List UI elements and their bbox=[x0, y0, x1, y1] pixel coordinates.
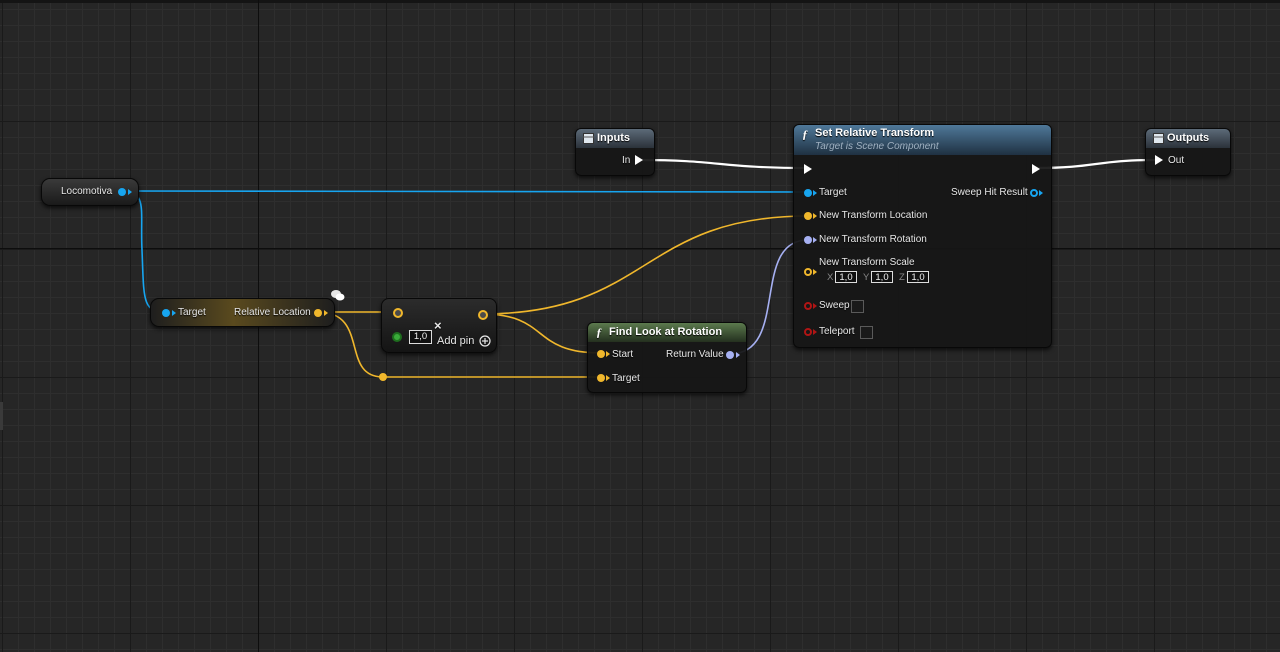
pin-arrow-icon bbox=[172, 310, 176, 316]
set-location-pin[interactable] bbox=[804, 212, 812, 220]
getter-relative-location-pin[interactable] bbox=[314, 309, 322, 317]
getter-target-pin[interactable] bbox=[162, 309, 170, 317]
multiply-node[interactable]: × 1,0 Add pin bbox=[381, 298, 497, 353]
inputs-header bbox=[576, 129, 654, 148]
multiply-value-field[interactable]: 1,0 bbox=[409, 330, 432, 344]
wire-locomotiva-to-target[interactable] bbox=[121, 190, 809, 193]
pin-arrow-icon bbox=[813, 237, 817, 243]
scale-z-field[interactable]: 1,0 bbox=[907, 271, 929, 283]
getter-relative-location-label: Relative Location bbox=[234, 307, 311, 318]
set-target-label: Target bbox=[819, 187, 847, 198]
pin-arrow-icon bbox=[813, 190, 817, 196]
set-exec-out-pin[interactable] bbox=[1032, 164, 1040, 174]
pin-arrow-icon bbox=[128, 189, 132, 195]
set-rotation-label: New Transform Rotation bbox=[819, 234, 927, 245]
add-pin-icon[interactable] bbox=[479, 335, 491, 347]
outputs-pin-out-label: Out bbox=[1168, 155, 1185, 166]
get-relative-location-node[interactable]: Target Relative Location bbox=[150, 298, 335, 327]
outputs-exec-in-pin[interactable] bbox=[1155, 155, 1163, 165]
locomotiva-variable-node[interactable]: Locomotiva bbox=[41, 178, 139, 206]
function-icon: ƒ bbox=[802, 127, 808, 141]
inputs-title: Inputs bbox=[597, 132, 630, 144]
find-target-pin[interactable] bbox=[597, 374, 605, 382]
pin-arrow-icon bbox=[813, 329, 817, 335]
wire-multiply-to-location[interactable] bbox=[481, 215, 809, 315]
pin-arrow-icon bbox=[1039, 190, 1043, 196]
pin-arrow-icon bbox=[813, 213, 817, 219]
multiply-operator-icon: × bbox=[434, 318, 442, 333]
set-target-pin[interactable] bbox=[804, 189, 812, 197]
set-rotation-pin[interactable] bbox=[804, 236, 812, 244]
wire-locomotiva-to-getter[interactable] bbox=[121, 190, 167, 313]
pin-arrow-icon bbox=[606, 375, 610, 381]
set-relative-transform-title: Set Relative Transform bbox=[815, 127, 935, 139]
pin-arrow-icon bbox=[813, 269, 817, 275]
struct-icon bbox=[583, 133, 594, 144]
outputs-header bbox=[1146, 129, 1230, 148]
multiply-output-pin[interactable] bbox=[478, 310, 488, 320]
set-relative-transform-node[interactable]: ƒ Set Relative Transform Target is Scene… bbox=[793, 124, 1052, 348]
wire-multiply-to-start[interactable] bbox=[481, 313, 602, 354]
panel-edge-handle[interactable] bbox=[0, 402, 3, 430]
find-start-label: Start bbox=[612, 349, 634, 360]
locomotiva-label: Locomotiva bbox=[61, 186, 113, 197]
scale-z-label: Z bbox=[899, 272, 905, 283]
inputs-pin-in-label: In bbox=[622, 155, 631, 166]
find-start-pin[interactable] bbox=[597, 350, 605, 358]
wire-return-to-rotation[interactable] bbox=[729, 239, 809, 355]
find-return-value-label: Return Value bbox=[666, 349, 724, 360]
set-sweep-hit-result-label: Sweep Hit Result bbox=[951, 187, 1028, 198]
function-icon: ƒ bbox=[596, 325, 602, 339]
teleport-checkbox[interactable] bbox=[860, 326, 873, 339]
find-look-at-rotation-header bbox=[588, 323, 746, 342]
set-sweep-pin[interactable] bbox=[804, 302, 812, 310]
scale-x-label: X bbox=[827, 272, 834, 283]
add-pin-label[interactable]: Add pin bbox=[437, 335, 475, 347]
set-teleport-label: Teleport bbox=[819, 326, 855, 337]
reroute-knot[interactable] bbox=[379, 373, 387, 381]
inputs-exec-out-pin[interactable] bbox=[635, 155, 643, 165]
getter-target-label: Target bbox=[178, 307, 206, 318]
scale-y-field[interactable]: 1,0 bbox=[871, 271, 893, 283]
inputs-node[interactable]: Inputs In bbox=[575, 128, 655, 176]
set-relative-transform-subtitle: Target is Scene Component bbox=[815, 141, 939, 152]
pin-arrow-icon bbox=[813, 303, 817, 309]
outputs-title: Outputs bbox=[1167, 132, 1210, 144]
set-sweep-hit-result-pin[interactable] bbox=[1030, 189, 1038, 197]
set-scale-pin[interactable] bbox=[804, 268, 812, 276]
scale-y-label: Y bbox=[863, 272, 870, 283]
comment-bubble-icon[interactable] bbox=[330, 289, 346, 302]
pin-arrow-icon bbox=[324, 310, 328, 316]
find-look-at-rotation-node[interactable]: ƒ Find Look at Rotation Start Target Ret… bbox=[587, 322, 747, 393]
multiply-input-b-pin[interactable] bbox=[392, 332, 402, 342]
exec-wire-inputs-to-set[interactable] bbox=[639, 158, 809, 170]
top-edge bbox=[0, 0, 1280, 3]
pin-arrow-icon bbox=[606, 351, 610, 357]
set-location-label: New Transform Location bbox=[819, 210, 928, 221]
pin-arrow-icon bbox=[736, 352, 740, 358]
set-exec-in-pin[interactable] bbox=[804, 164, 812, 174]
sweep-checkbox[interactable] bbox=[851, 300, 864, 313]
struct-icon bbox=[1153, 133, 1164, 144]
set-relative-transform-header bbox=[794, 125, 1051, 155]
outputs-node[interactable]: Outputs Out bbox=[1145, 128, 1231, 176]
scale-x-field[interactable]: 1,0 bbox=[835, 271, 857, 283]
set-teleport-pin[interactable] bbox=[804, 328, 812, 336]
find-target-label: Target bbox=[612, 373, 640, 384]
graph-origin-horizontal-line bbox=[0, 248, 1280, 249]
set-sweep-label: Sweep bbox=[819, 300, 850, 311]
multiply-input-a-pin[interactable] bbox=[393, 308, 403, 318]
exec-wire-set-to-outputs[interactable] bbox=[1035, 158, 1157, 170]
find-return-value-pin[interactable] bbox=[726, 351, 734, 359]
locomotiva-output-pin[interactable] bbox=[118, 188, 126, 196]
set-scale-label: New Transform Scale bbox=[819, 257, 915, 268]
find-look-at-rotation-title: Find Look at Rotation bbox=[609, 326, 723, 338]
